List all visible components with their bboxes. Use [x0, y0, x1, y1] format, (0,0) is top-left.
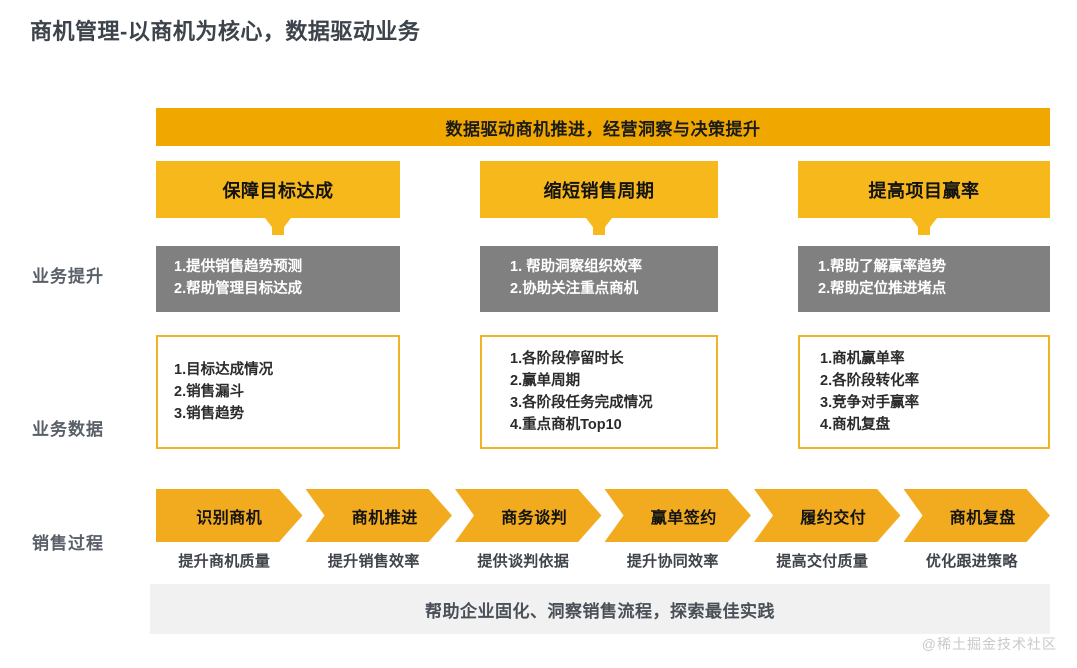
- metric-line: 3.各阶段任务完成情况: [510, 395, 653, 411]
- metric-line: 3.销售趋势: [174, 406, 245, 423]
- row-label-sales-process: 销售过程: [32, 534, 104, 553]
- chevron-shape[interactable]: 商机复盘: [903, 489, 1050, 542]
- chevron-shape[interactable]: 识别商机: [156, 489, 303, 542]
- process-step[interactable]: 商机复盘 优化跟进策略: [903, 489, 1050, 571]
- arrow-connector: [480, 207, 718, 246]
- chevron-caption: 提升协同效率: [626, 553, 719, 570]
- chevron-shape[interactable]: 赢单签约: [604, 489, 751, 542]
- watermark: @稀土掘金技术社区: [921, 636, 1057, 652]
- benefit-line: 2.帮助管理目标达成: [174, 281, 303, 297]
- benefit-line: 1.帮助了解赢率趋势: [818, 259, 947, 276]
- row-label-business-improvement: 业务提升: [32, 267, 104, 286]
- benefit-line: 1.提供销售趋势预测: [174, 259, 303, 276]
- metric-line: 4.商机复盘: [820, 417, 891, 434]
- metric-line: 2.各阶段转化率: [820, 372, 920, 389]
- chevron-shape[interactable]: 商务谈判: [455, 489, 602, 542]
- arrow-down-icon: [265, 207, 291, 235]
- chevron-shape[interactable]: 商机推进: [305, 489, 452, 542]
- metrics-box: 1.目标达成情况 2.销售漏斗 3.销售趋势: [156, 335, 400, 449]
- columns-container: 保障目标达成 1.提供销售趋势预测 2.帮助管理目标达成 1.目标达成情况 2.…: [156, 161, 1050, 449]
- arrow-down-icon: [586, 207, 612, 235]
- page-title: 商机管理-以商机为核心，数据驱动业务: [30, 19, 421, 44]
- benefits-box: 1.帮助了解赢率趋势 2.帮助定位推进堵点: [798, 246, 1050, 312]
- process-chevrons: 识别商机 提升商机质量 商机推进 提升销售效率 商务谈判 提供谈判依据 赢单签约…: [156, 489, 1050, 571]
- arrow-connector: [798, 207, 1050, 246]
- metrics-box: 1.各阶段停留时长 2.赢单周期 3.各阶段任务完成情况 4.重点商机Top10: [480, 335, 718, 449]
- top-banner: 数据驱动商机推进，经营洞察与决策提升: [156, 108, 1050, 146]
- metric-line: 3.竞争对手赢率: [820, 395, 920, 411]
- metric-line: 2.销售漏斗: [174, 383, 245, 400]
- benefit-line: 2.帮助定位推进堵点: [818, 281, 947, 297]
- metric-line: 1.各阶段停留时长: [510, 350, 624, 367]
- chevron-shape[interactable]: 履约交付: [754, 489, 901, 542]
- benefits-box: 1.提供销售趋势预测 2.帮助管理目标达成: [156, 246, 400, 312]
- process-step[interactable]: 识别商机 提升商机质量: [156, 489, 303, 571]
- process-step[interactable]: 商机推进 提升销售效率: [305, 489, 452, 571]
- metric-line: 4.重点商机Top10: [510, 417, 622, 434]
- process-step[interactable]: 赢单签约 提升协同效率: [604, 489, 751, 571]
- benefit-line: 2.协助关注重点商机: [510, 281, 639, 297]
- footer-summary-bar: 帮助企业固化、洞察销售流程，探索最佳实践: [150, 584, 1050, 634]
- chevron-caption: 提升商机质量: [178, 553, 271, 570]
- arrow-down-icon: [911, 207, 937, 235]
- column-guarantee-target: 保障目标达成 1.提供销售趋势预测 2.帮助管理目标达成 1.目标达成情况 2.…: [156, 161, 400, 449]
- metric-line: 1.商机赢单率: [820, 350, 905, 367]
- column-improve-winrate: 提高项目赢率 1.帮助了解赢率趋势 2.帮助定位推进堵点 1.商机赢单率 2.各…: [798, 161, 1050, 449]
- chevron-caption: 提供谈判依据: [477, 553, 570, 570]
- metric-line: 1.目标达成情况: [174, 361, 274, 378]
- process-step[interactable]: 商务谈判 提供谈判依据: [455, 489, 602, 571]
- column-shorten-cycle: 缩短销售周期 1. 帮助洞察组织效率 2.协助关注重点商机 1.各阶段停留时长 …: [480, 161, 718, 449]
- metric-line: 2.赢单周期: [510, 372, 581, 389]
- chevron-caption: 提升销售效率: [327, 553, 420, 570]
- process-step[interactable]: 履约交付 提高交付质量: [754, 489, 901, 571]
- row-label-business-data: 业务数据: [32, 420, 104, 439]
- chevron-caption: 优化跟进策略: [925, 553, 1018, 570]
- chevron-caption: 提高交付质量: [776, 553, 869, 570]
- benefits-box: 1. 帮助洞察组织效率 2.协助关注重点商机: [480, 246, 718, 312]
- metrics-box: 1.商机赢单率 2.各阶段转化率 3.竞争对手赢率 4.商机复盘: [798, 335, 1050, 449]
- benefit-line: 1. 帮助洞察组织效率: [510, 259, 643, 276]
- arrow-connector: [156, 207, 400, 246]
